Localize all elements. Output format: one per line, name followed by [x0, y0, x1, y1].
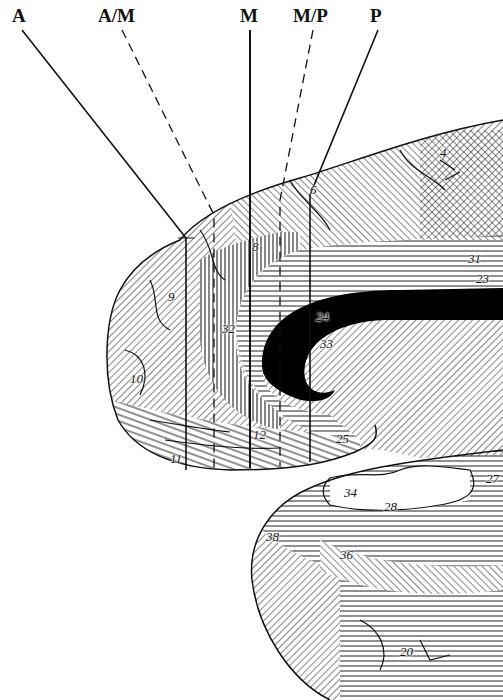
area-number: 11	[170, 452, 182, 465]
area-number: 20	[400, 645, 413, 658]
area-number: 27	[486, 472, 499, 485]
area-number: 33	[320, 337, 333, 350]
area-number: 24	[316, 310, 329, 323]
area-number: 31	[468, 252, 481, 265]
section-label: A	[12, 6, 26, 25]
area-number: 36	[340, 548, 353, 561]
area-number: 4	[440, 146, 447, 159]
area-number: 32	[222, 322, 235, 335]
area-number: 34	[344, 486, 357, 499]
area-number: 6	[310, 183, 317, 196]
area-number: 8	[252, 240, 259, 253]
section-label: A/M	[98, 6, 135, 25]
section-label: M	[240, 6, 258, 25]
section-label: P	[370, 6, 382, 25]
area-number: 38	[266, 530, 279, 543]
area-number: 10	[130, 372, 143, 385]
section-label: M/P	[293, 6, 328, 25]
area-number: 23	[476, 272, 489, 285]
area-number: 9	[168, 290, 175, 303]
area-number: 12	[253, 428, 266, 441]
area-number: 28	[384, 500, 397, 513]
area-number: 25	[336, 432, 349, 445]
